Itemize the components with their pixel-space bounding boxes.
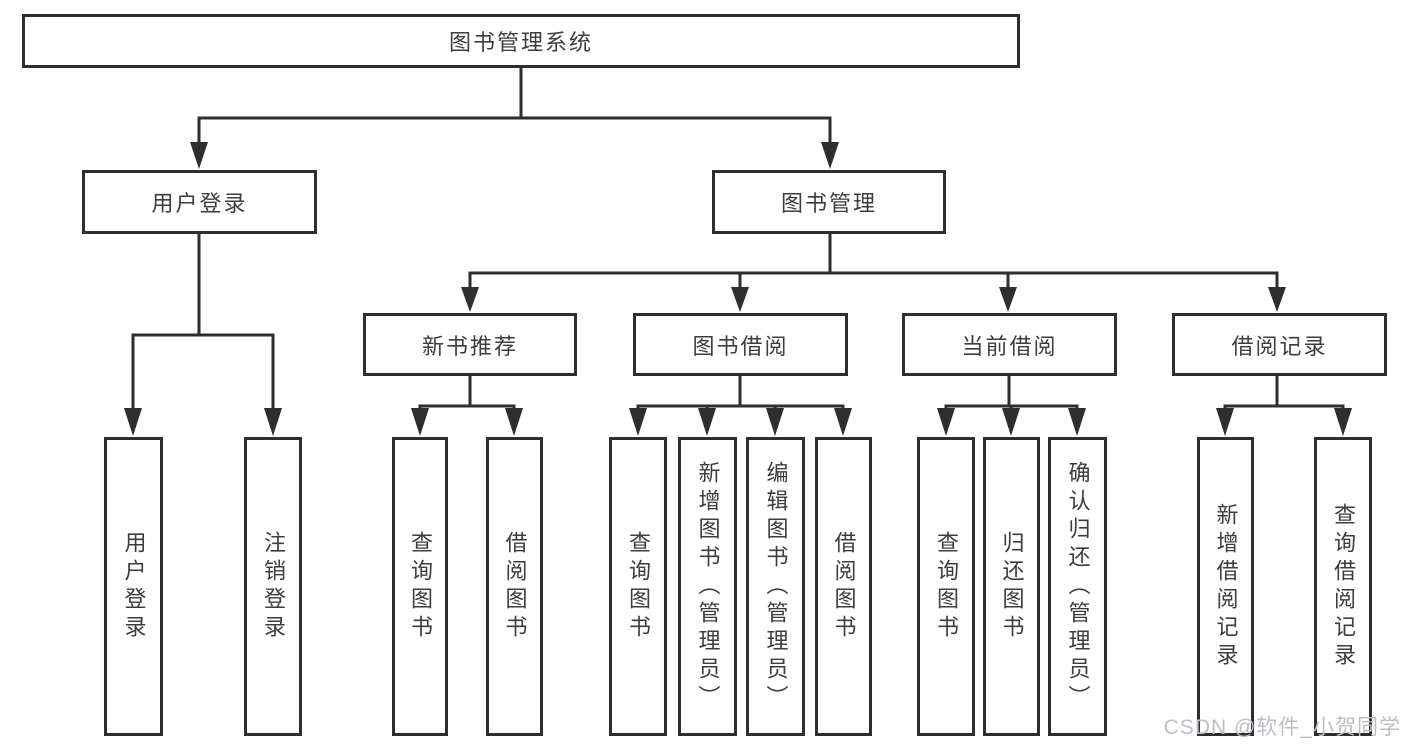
arrow-down-icon [731,287,749,312]
arrow-down-icon [1002,408,1020,436]
leaf-add-books-admin: 新增图书（管理员） [678,437,737,736]
arrow-down-icon [834,408,852,436]
node-label: 用户登录 [151,191,248,216]
node-label: 归还图书 [999,530,1025,643]
node-label: 借阅图书 [831,530,857,643]
arrow-down-icon [999,287,1017,312]
arrow-down-icon [766,408,784,436]
node-label: 用户登录 [121,530,147,643]
arrow-down-icon [1216,408,1234,436]
leaf-query-books: 查询图书 [609,437,667,736]
arrow-down-icon [1068,408,1086,436]
arrow-down-icon [937,408,955,436]
arrow-down-icon [698,408,716,436]
node-label: 图书管理系统 [448,30,593,55]
arrow-down-icon [190,142,208,169]
node-label: 查询图书 [408,530,433,643]
node-label: 借阅图书 [502,530,528,643]
arrow-down-icon [1334,408,1352,436]
leaf-edit-books-admin: 编辑图书（管理员） [746,437,805,736]
node-label: 新增图书（管理员） [695,460,721,713]
connector-user-login-branch [124,234,282,436]
leaf-query-books-current: 查询图书 [917,437,975,736]
leaf-query-books-recommend: 查询图书 [392,437,448,736]
connector-current-borrow-branch [937,376,1086,436]
node-book-borrow: 图书借阅 [633,313,848,376]
connector-new-book-branch [411,376,523,436]
node-label: 确认归还（管理员） [1065,460,1091,713]
arrow-down-icon [461,287,479,312]
arrow-down-icon [629,408,647,436]
leaf-borrow-books-recommend: 借阅图书 [486,437,543,736]
node-label: 新书推荐 [421,333,518,359]
node-label: 借阅记录 [1231,333,1328,359]
node-label: 新增借阅记录 [1213,502,1239,671]
leaf-add-borrow-record: 新增借阅记录 [1197,437,1254,736]
connector-root-branch [190,68,839,169]
node-label: 查询借阅记录 [1331,502,1356,671]
leaf-user-login: 用户登录 [104,437,163,736]
arrow-down-icon [124,408,142,436]
arrow-down-icon [1268,287,1286,312]
node-root: 图书管理系统 [22,14,1020,68]
watermark: CSDN @软件_小贺同学 [1163,716,1401,739]
arrow-down-icon [264,408,282,436]
node-current-borrow: 当前借阅 [902,313,1117,376]
connector-book-management-branch [461,234,1286,312]
node-new-book-recommend: 新书推荐 [363,313,577,376]
leaf-query-borrow-record: 查询借阅记录 [1314,437,1372,736]
node-book-management: 图书管理 [712,170,946,234]
connector-borrow-record-branch [1216,376,1352,436]
node-label: 查询图书 [934,530,959,643]
node-label: 查询图书 [626,530,651,643]
node-label: 注销登录 [261,530,286,643]
node-label: 当前借阅 [961,333,1058,359]
arrow-down-icon [411,408,429,436]
leaf-confirm-return-admin: 确认归还（管理员） [1048,437,1107,736]
leaf-borrow-books: 借阅图书 [815,437,872,736]
leaf-logout: 注销登录 [244,437,302,736]
arrow-down-icon [821,142,839,169]
arrow-down-icon [505,408,523,436]
node-label: 图书借阅 [692,333,789,359]
node-user-login: 用户登录 [82,170,317,234]
node-label: 编辑图书（管理员） [763,460,789,713]
connector-book-borrow-branch [629,376,852,436]
node-borrow-record: 借阅记录 [1172,313,1387,376]
leaf-return-books: 归还图书 [983,437,1040,736]
node-label: 图书管理 [780,191,877,216]
